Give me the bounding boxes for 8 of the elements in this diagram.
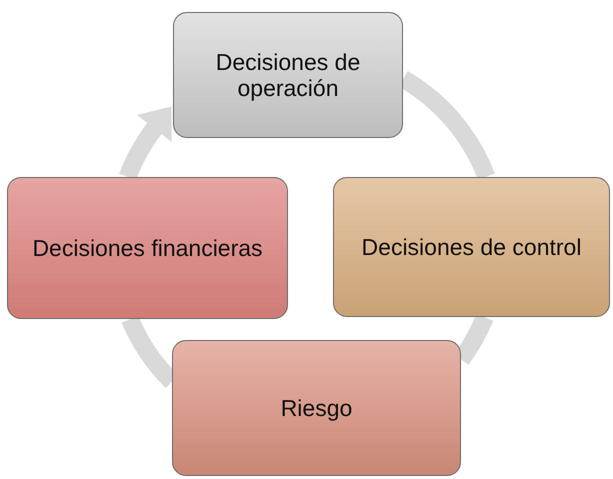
box-label: Riesgo [280,394,352,422]
process-box [333,177,610,317]
box-label: Decisiones de control [362,234,582,260]
process-box [7,177,288,319]
box-label: Decisiones financieras [32,234,263,262]
process-box [172,340,461,476]
box-label: Decisiones de operación [214,48,362,102]
process-box [173,12,403,138]
